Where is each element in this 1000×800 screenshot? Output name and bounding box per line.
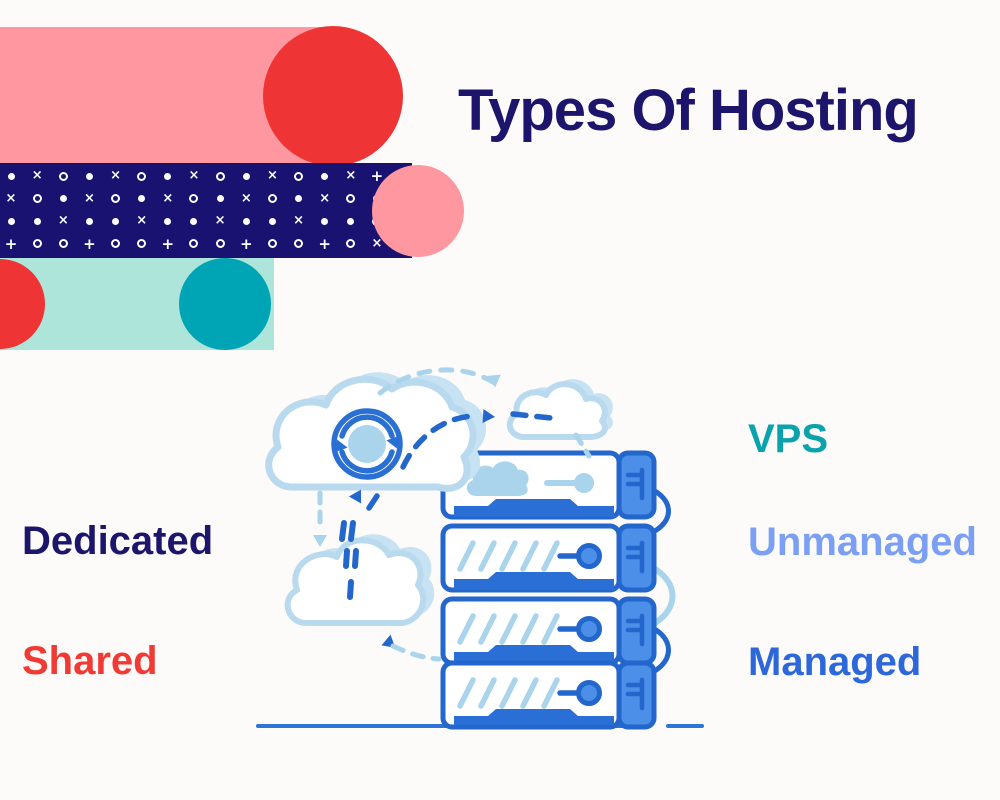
label-shared: Shared xyxy=(22,639,158,683)
o-symbol xyxy=(294,171,304,181)
dot-symbol xyxy=(33,217,41,225)
sync-icon xyxy=(331,408,403,480)
dot-symbol xyxy=(112,217,120,225)
x-symbol: × xyxy=(136,213,148,229)
dot-symbol xyxy=(85,172,93,180)
o-symbol xyxy=(346,194,356,204)
o-symbol xyxy=(58,239,68,249)
dot-pattern-band: × × × × × + × × × × × × × × × + + + + + × xyxy=(0,163,412,258)
x-symbol: × xyxy=(5,190,17,206)
o-symbol xyxy=(267,194,277,204)
dot-symbol xyxy=(164,172,172,180)
o-symbol xyxy=(137,239,147,249)
dot-symbol xyxy=(242,217,250,225)
x-symbol: × xyxy=(240,190,252,206)
dot-symbol xyxy=(7,217,15,225)
vent-slashes xyxy=(457,540,560,572)
dot-symbol xyxy=(321,217,329,225)
pattern-row: × × × × × xyxy=(0,191,388,207)
x-symbol: × xyxy=(319,190,331,206)
dot-symbol xyxy=(164,217,172,225)
x-symbol: × xyxy=(83,190,95,206)
x-symbol: × xyxy=(57,213,69,229)
x-symbol: × xyxy=(162,190,174,206)
toggle-icon xyxy=(557,543,602,569)
small-cloud-top xyxy=(506,379,613,440)
rain-dashes xyxy=(339,520,359,600)
red-circle-shape xyxy=(263,26,403,166)
dot-symbol xyxy=(242,172,250,180)
x-symbol: × xyxy=(31,168,43,183)
plus-symbol: + xyxy=(83,234,96,253)
server-stack xyxy=(440,450,657,730)
o-symbol xyxy=(189,194,199,204)
vent-slashes xyxy=(457,677,560,709)
o-symbol xyxy=(32,194,42,204)
dot-symbol xyxy=(295,195,303,203)
o-symbol xyxy=(189,239,199,249)
x-symbol: × xyxy=(188,168,200,183)
pattern-row: × × × × xyxy=(0,213,388,229)
dot-symbol xyxy=(216,195,224,203)
server-unit-3 xyxy=(440,596,657,666)
pink-circle-shape xyxy=(372,165,464,257)
o-symbol xyxy=(111,239,121,249)
server-unit-4 xyxy=(440,660,657,730)
cloud-server-illustration xyxy=(256,367,704,730)
x-symbol: × xyxy=(371,235,383,251)
server-foot xyxy=(454,572,614,590)
dot-symbol xyxy=(190,217,198,225)
vent-icon xyxy=(625,677,645,711)
toggle-icon xyxy=(557,616,602,642)
vent-icon xyxy=(625,540,645,574)
label-managed: Managed xyxy=(748,640,922,684)
x-symbol: × xyxy=(266,168,278,183)
server-foot xyxy=(454,709,614,725)
dot-symbol xyxy=(138,195,146,203)
label-vps: VPS xyxy=(748,417,829,461)
o-symbol xyxy=(137,171,147,181)
dot-symbol xyxy=(7,172,15,180)
plus-symbol: + xyxy=(239,234,253,253)
plus-symbol: + xyxy=(370,167,384,185)
x-symbol: × xyxy=(110,168,122,183)
toggle-icon xyxy=(557,680,602,706)
pattern-row: × × × × × + xyxy=(0,168,388,184)
vent-icon xyxy=(625,613,645,647)
plus-symbol: + xyxy=(161,234,175,253)
dot-symbol xyxy=(268,217,276,225)
vent-slashes xyxy=(457,613,560,645)
dot-symbol xyxy=(59,195,67,203)
x-symbol: × xyxy=(214,213,226,229)
o-symbol xyxy=(346,239,356,249)
plus-symbol: + xyxy=(318,234,331,253)
server-unit-1 xyxy=(440,450,657,520)
vent-icon xyxy=(625,467,645,501)
x-symbol: × xyxy=(293,213,304,229)
plus-symbol: + xyxy=(4,234,18,253)
teal-circle-shape xyxy=(179,258,271,350)
dot-symbol xyxy=(85,217,93,225)
o-symbol xyxy=(32,239,42,249)
dot-symbol xyxy=(321,172,329,180)
pattern-row: + + + + + × xyxy=(0,236,388,252)
label-dedicated: Dedicated xyxy=(22,519,214,563)
o-symbol xyxy=(111,194,121,204)
o-symbol xyxy=(267,239,277,249)
x-symbol: × xyxy=(345,168,357,183)
o-symbol xyxy=(215,171,225,181)
small-cloud-bottom xyxy=(284,534,435,626)
o-symbol xyxy=(215,239,225,249)
o-symbol xyxy=(294,239,304,249)
dashed-flow-lines xyxy=(313,367,592,662)
o-symbol xyxy=(58,171,68,181)
server-foot xyxy=(454,499,614,517)
label-unmanaged: Unmanaged xyxy=(748,520,977,564)
toggle-icon xyxy=(544,473,594,493)
server-foot xyxy=(454,645,614,663)
dot-symbol xyxy=(347,217,355,225)
cloud-drive-icon xyxy=(466,461,529,496)
server-unit-2 xyxy=(440,523,657,593)
page-title: Types Of Hosting xyxy=(458,77,919,143)
